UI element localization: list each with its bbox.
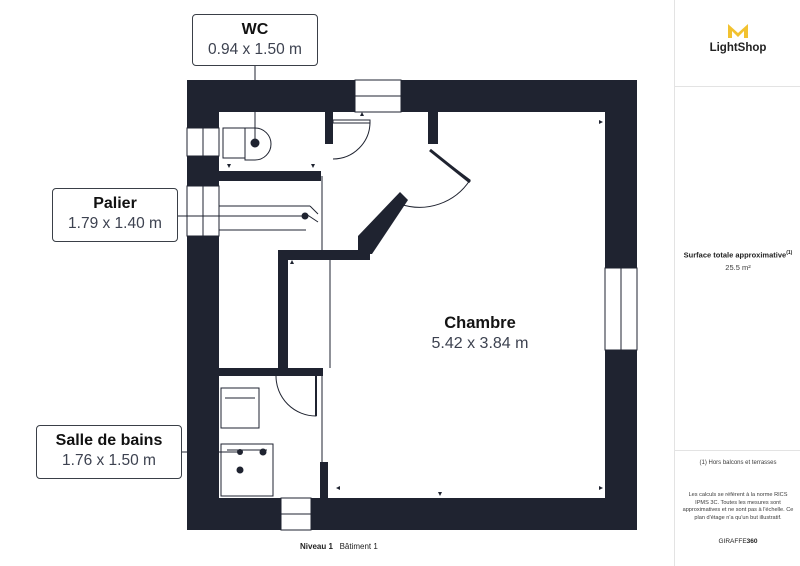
brand-logo: LightShop — [676, 22, 800, 54]
partitions — [219, 176, 331, 462]
leader-lines — [178, 66, 305, 453]
floor-plan-drawing — [178, 66, 638, 531]
credit-prefix: GIRAFFE — [718, 538, 747, 545]
wall-top-right — [401, 80, 637, 112]
dimension-markers — [222, 112, 603, 496]
salle-de-bains-dimensions: 1.76 x 1.50 m — [62, 452, 156, 469]
surface-note-marker: (1) — [786, 250, 793, 256]
door-bathroom — [275, 375, 317, 417]
walls — [187, 80, 637, 530]
sidebar-rule-2 — [675, 450, 800, 451]
wall-bathroom-right — [320, 462, 328, 498]
wc-dimensions: 0.94 x 1.50 m — [208, 41, 302, 58]
building-label: Bâtiment 1 — [339, 542, 378, 551]
door-wc — [332, 121, 371, 160]
wall-left-lower — [187, 236, 219, 530]
wall-wc-right-stub — [325, 112, 333, 144]
wc-name: WC — [241, 21, 269, 38]
lightshop-logo-icon — [728, 24, 748, 38]
fixtures — [220, 127, 274, 497]
wall-chambre-left-top — [428, 112, 438, 144]
level-label: Niveau 1 — [300, 542, 333, 551]
palier-dimensions: 1.79 x 1.40 m — [68, 215, 162, 232]
palier-name: Palier — [93, 195, 137, 212]
wc-label: WC 0.94 x 1.50 m — [192, 14, 318, 66]
wall-left-mid — [187, 156, 219, 186]
salle-de-bains-label: Salle de bains 1.76 x 1.50 m — [36, 425, 182, 479]
wall-left-top — [187, 80, 219, 128]
wall-bathroom-top — [219, 368, 323, 376]
surface-note: (1) Hors balcons et terrasses — [699, 460, 777, 466]
credit-suffix: 360 — [746, 538, 758, 545]
plan-footer: Niveau 1 Bâtiment 1 — [300, 542, 378, 551]
wall-closet-left — [278, 250, 288, 372]
brand-name: LightShop — [709, 42, 767, 54]
wall-right-upper — [605, 80, 637, 268]
chambre-label: Chambre 5.42 x 3.84 m — [395, 312, 565, 354]
surface-label: Surface totale approximative(1) — [683, 250, 793, 260]
bathroom-sink — [220, 387, 260, 429]
wall-diagonal — [358, 192, 408, 254]
salle-de-bains-name: Salle de bains — [55, 432, 163, 449]
wall-closet-top — [278, 250, 370, 260]
surface-value: 25.5 m² — [725, 263, 751, 272]
chambre-dimensions: 5.42 x 3.84 m — [431, 335, 529, 352]
leader-dots — [237, 212, 309, 455]
wall-wc-bottom — [219, 171, 321, 181]
disclaimer-text: Les calculs se réfèrent à la norme RICS … — [682, 492, 794, 521]
shower — [220, 443, 274, 497]
chambre-name: Chambre — [444, 314, 516, 332]
giraffe360-credit: GIRAFFE360 — [676, 538, 800, 545]
door-chambre — [399, 149, 471, 208]
wall-bottom-right — [311, 498, 637, 530]
sidebar-divider — [674, 0, 675, 566]
sidebar-rule-1 — [675, 86, 800, 87]
toilet — [222, 127, 272, 161]
window-mullions — [202, 95, 622, 515]
palier-label: Palier 1.79 x 1.40 m — [52, 188, 178, 242]
door-swings — [275, 119, 471, 417]
